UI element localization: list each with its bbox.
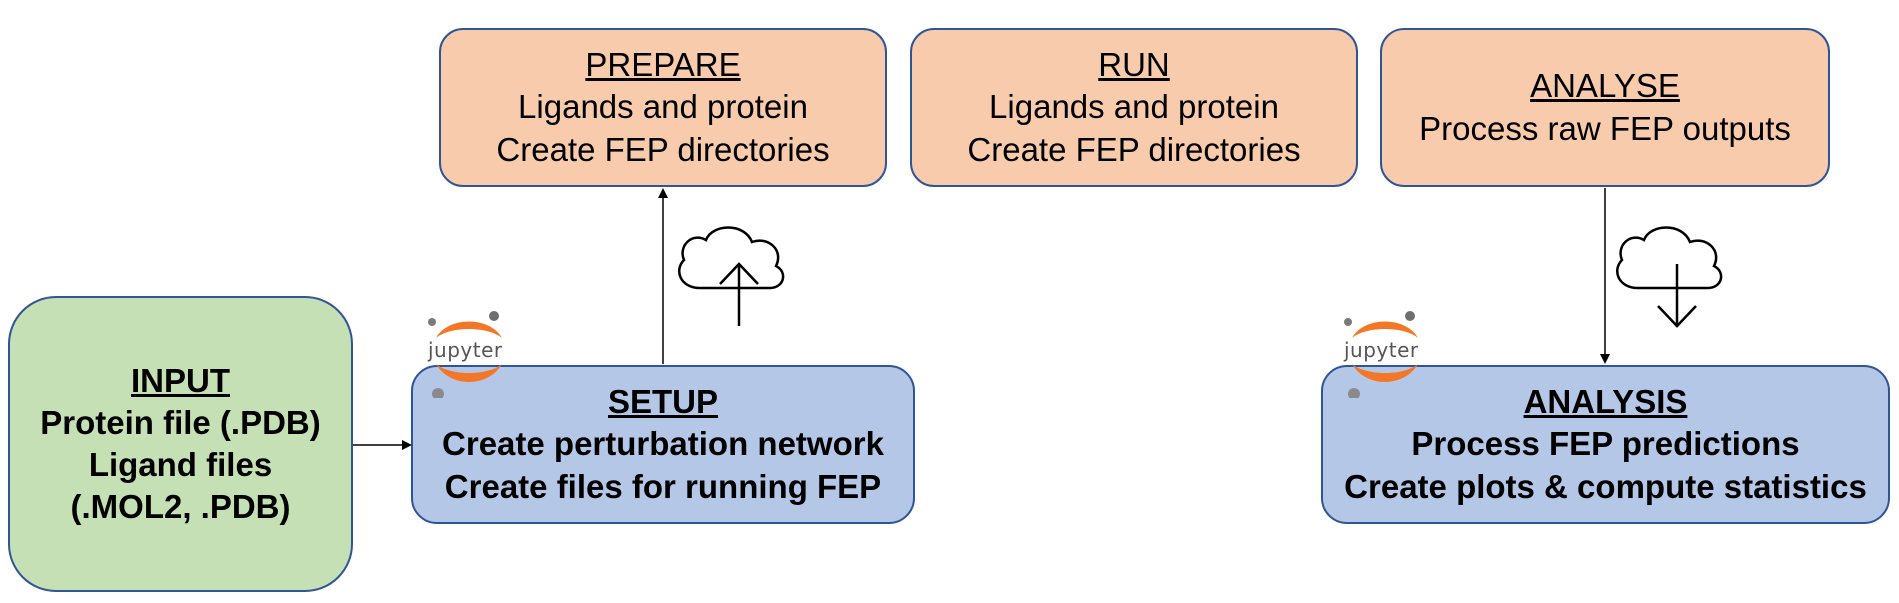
analyse-title: ANALYSE	[1530, 67, 1680, 105]
jupyter-logo-graphic	[1344, 311, 1418, 400]
jupyter-logo-icon: jupyter	[424, 308, 514, 400]
run-title: RUN	[1098, 46, 1170, 84]
cloud-download-icon	[1616, 226, 1723, 328]
setup-title: SETUP	[607, 383, 719, 421]
analysis-box: ANALYSIS Process FEP predictions Create …	[1321, 365, 1890, 524]
setup-box: SETUP Create perturbation network Create…	[411, 365, 915, 524]
input-line-2: Ligand files	[88, 446, 273, 483]
run-line-1: Ligands and protein	[989, 88, 1279, 126]
setup-line-1: Create perturbation network	[442, 425, 884, 463]
input-title: INPUT	[131, 361, 230, 399]
prepare-box: PREPARE Ligands and protein Create FEP d…	[439, 28, 887, 187]
analysis-line-1: Process FEP predictions	[1411, 425, 1800, 463]
input-line-3: (.MOL2, .PDB)	[70, 488, 291, 526]
input-box: INPUT Protein file (.PDB) Ligand files (…	[8, 296, 353, 592]
prepare-line-2: Create FEP directories	[496, 130, 830, 168]
jupyter-label: jupyter	[428, 338, 503, 362]
analysis-line-2: Create plots & compute statistics	[1344, 467, 1867, 505]
analysis-title: ANALYSIS	[1523, 383, 1688, 421]
analyse-line-1: Process raw FEP outputs	[1419, 109, 1791, 147]
setup-line-2: Create files for running FEP	[444, 467, 882, 505]
jupyter-logo-graphic	[428, 311, 502, 400]
cloud-upload-icon	[678, 226, 785, 326]
run-line-2: Create FEP directories	[967, 130, 1301, 168]
jupyter-logo-icon: jupyter	[1340, 308, 1430, 400]
run-box: RUN Ligands and protein Create FEP direc…	[910, 28, 1358, 187]
input-line-1: Protein file (.PDB)	[40, 403, 321, 441]
prepare-title: PREPARE	[585, 46, 741, 84]
analyse-box: ANALYSE Process raw FEP outputs	[1380, 28, 1830, 187]
prepare-line-1: Ligands and protein	[518, 88, 808, 126]
jupyter-label: jupyter	[1344, 338, 1419, 362]
